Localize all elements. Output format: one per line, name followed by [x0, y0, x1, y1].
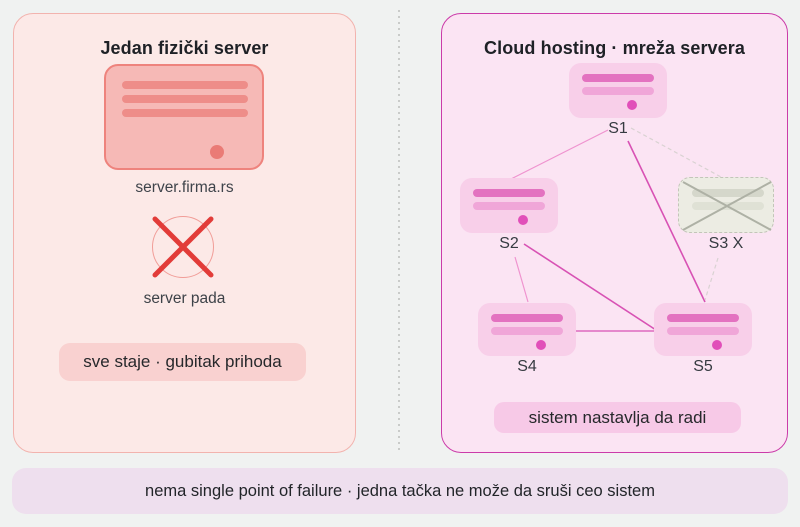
left-panel-title: Jedan fizički server [100, 38, 269, 58]
server-bar [491, 314, 563, 322]
node-label: S5 [693, 358, 713, 375]
server-hostname-label: server.firma.rs [135, 179, 234, 196]
server-bar [667, 314, 739, 322]
server-icon [104, 64, 264, 170]
server-status-dot [210, 145, 224, 159]
cloud-hosting-panel: Cloud hosting · mreža servera S1 [441, 13, 788, 453]
network-links [510, 127, 722, 332]
server-node-s4: S4 [478, 303, 576, 376]
server-bar [122, 109, 248, 117]
server-status-dot [627, 100, 637, 110]
server-node-s1: S1 [569, 63, 667, 138]
server-icon [460, 178, 558, 233]
footer-note: nema single point of failure · jedna tač… [12, 468, 788, 514]
node-label: S4 [517, 358, 537, 375]
server-icon [569, 63, 667, 118]
server-bar [122, 81, 248, 89]
failed-server-icon [678, 177, 774, 233]
x-circle-icon [152, 216, 214, 278]
server-bar [692, 189, 764, 197]
server-bar [473, 189, 545, 197]
server-node-s2: S2 [460, 178, 558, 253]
server-status-dot [712, 340, 722, 350]
server-icon [478, 303, 576, 356]
node-label: S3 X [708, 235, 744, 252]
server-bar [122, 95, 248, 103]
server-bar [473, 202, 545, 210]
server-bar [491, 327, 563, 335]
server-bar [667, 327, 739, 335]
server-bar [582, 74, 654, 82]
panel-divider [398, 10, 400, 453]
node-label: S1 [608, 120, 628, 137]
server-node-s3-failed: S3 X [678, 177, 774, 253]
resilience-badge: sistem nastavlja da radi [494, 402, 741, 433]
server-status-dot [536, 340, 546, 350]
x-icon [152, 216, 214, 278]
outage-consequence-badge: sve staje · gubitak prihoda [59, 343, 306, 381]
server-bar [582, 87, 654, 95]
node-label: S2 [499, 235, 519, 252]
server-status-dot [518, 215, 528, 225]
server-node-s5: S5 [654, 303, 752, 376]
server-down-label: server pada [143, 290, 226, 307]
server-icon [654, 303, 752, 356]
single-server-panel: Jedan fizički server server.firma.rs ser… [13, 13, 356, 453]
x-icon [682, 181, 772, 231]
right-panel-title: Cloud hosting · mreža servera [484, 38, 745, 58]
